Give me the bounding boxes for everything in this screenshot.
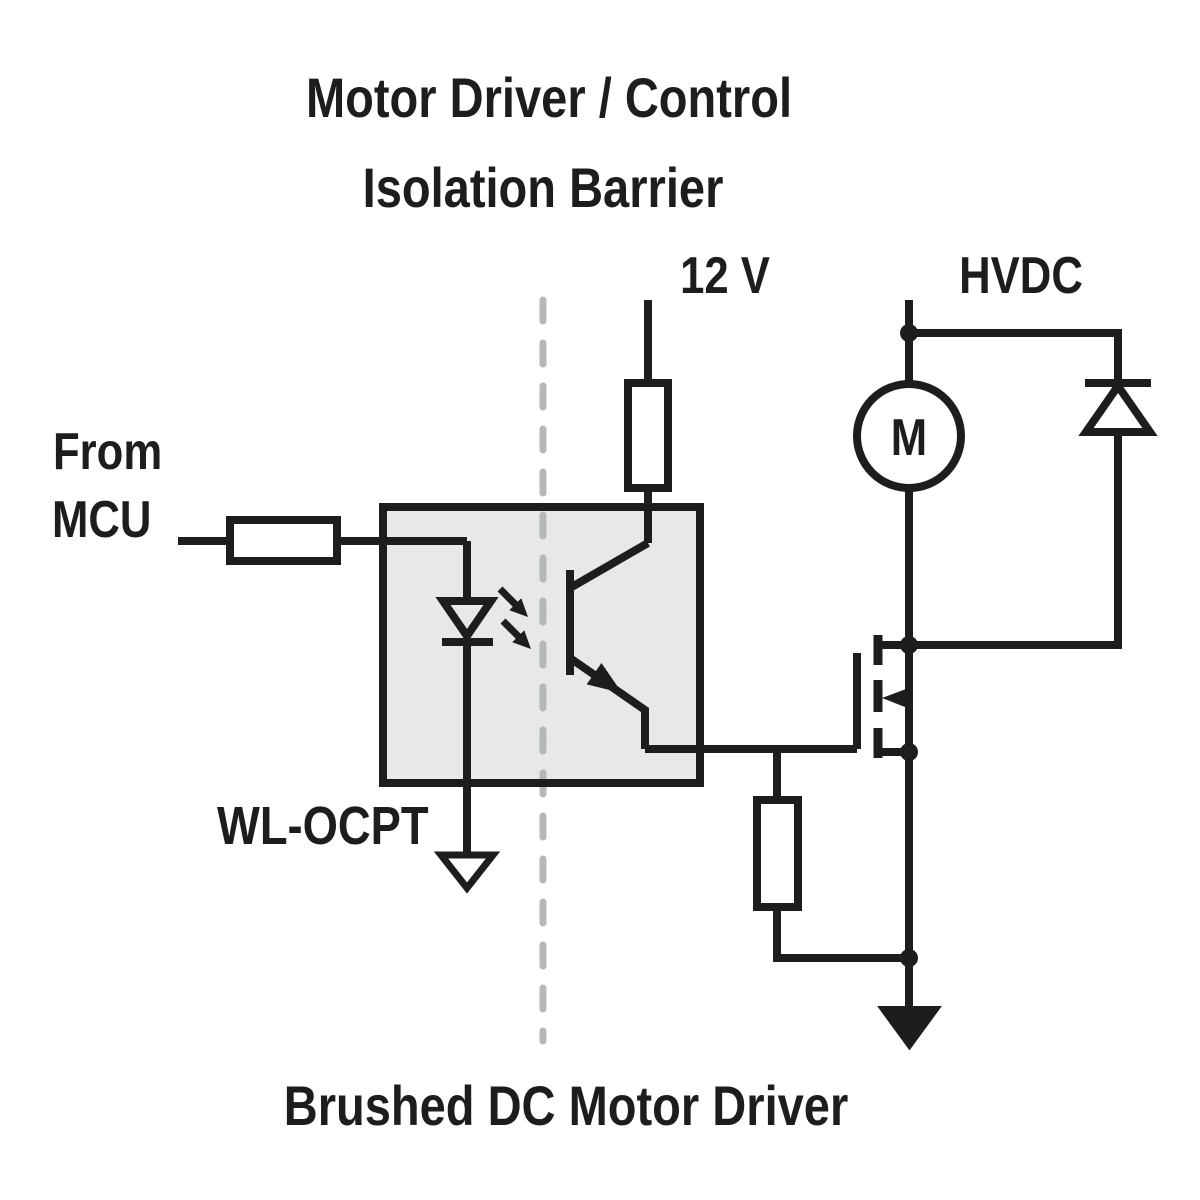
junction-dot	[900, 636, 918, 654]
pulldown-resistor	[753, 796, 802, 911]
title-line1: Motor Driver / Control	[305, 66, 793, 129]
pulldown-bottom-wire	[773, 907, 909, 962]
optocoupler-border	[379, 503, 704, 787]
supply-resistor	[624, 379, 672, 492]
label-from-mcu-line2: MCU	[52, 491, 152, 549]
mcu-series-resistor	[226, 516, 341, 565]
signal-ground-icon	[433, 851, 501, 894]
supply-branch	[624, 300, 672, 543]
light-arrow-head	[509, 598, 528, 617]
led	[435, 541, 499, 855]
light-arrows	[497, 586, 531, 649]
junction-dot	[900, 949, 918, 967]
power-ground-icon	[877, 1006, 942, 1051]
phototransistor	[566, 539, 650, 749]
diode-triangle	[1078, 378, 1158, 436]
label-from-mcu-line1: From	[53, 423, 163, 481]
mosfet-body-arrow	[882, 687, 910, 709]
gate-pulldown	[753, 749, 909, 962]
motor-letter: M	[890, 409, 928, 467]
freewheel-diode	[909, 378, 1158, 649]
light-arrow-head	[512, 630, 531, 649]
phototransistor-collector	[568, 539, 650, 592]
title-line2: Isolation Barrier	[362, 156, 724, 219]
junction-dots	[900, 324, 918, 967]
label-12v: 12 V	[680, 247, 770, 305]
mosfet	[853, 635, 910, 758]
label-hvdc: HVDC	[959, 247, 1083, 305]
diode-wire	[909, 432, 1122, 649]
hvdc-branch	[905, 300, 1122, 384]
label-wl-ocpt: WL-OCPT	[217, 796, 429, 856]
led-triangle	[435, 597, 499, 644]
junction-dot	[900, 324, 918, 342]
phototransistor-emitter-arrow	[586, 662, 622, 693]
caption: Brushed DC Motor Driver	[283, 1074, 849, 1137]
hvdc-to-diode-wire	[909, 329, 1122, 383]
junction-dot	[900, 743, 918, 761]
